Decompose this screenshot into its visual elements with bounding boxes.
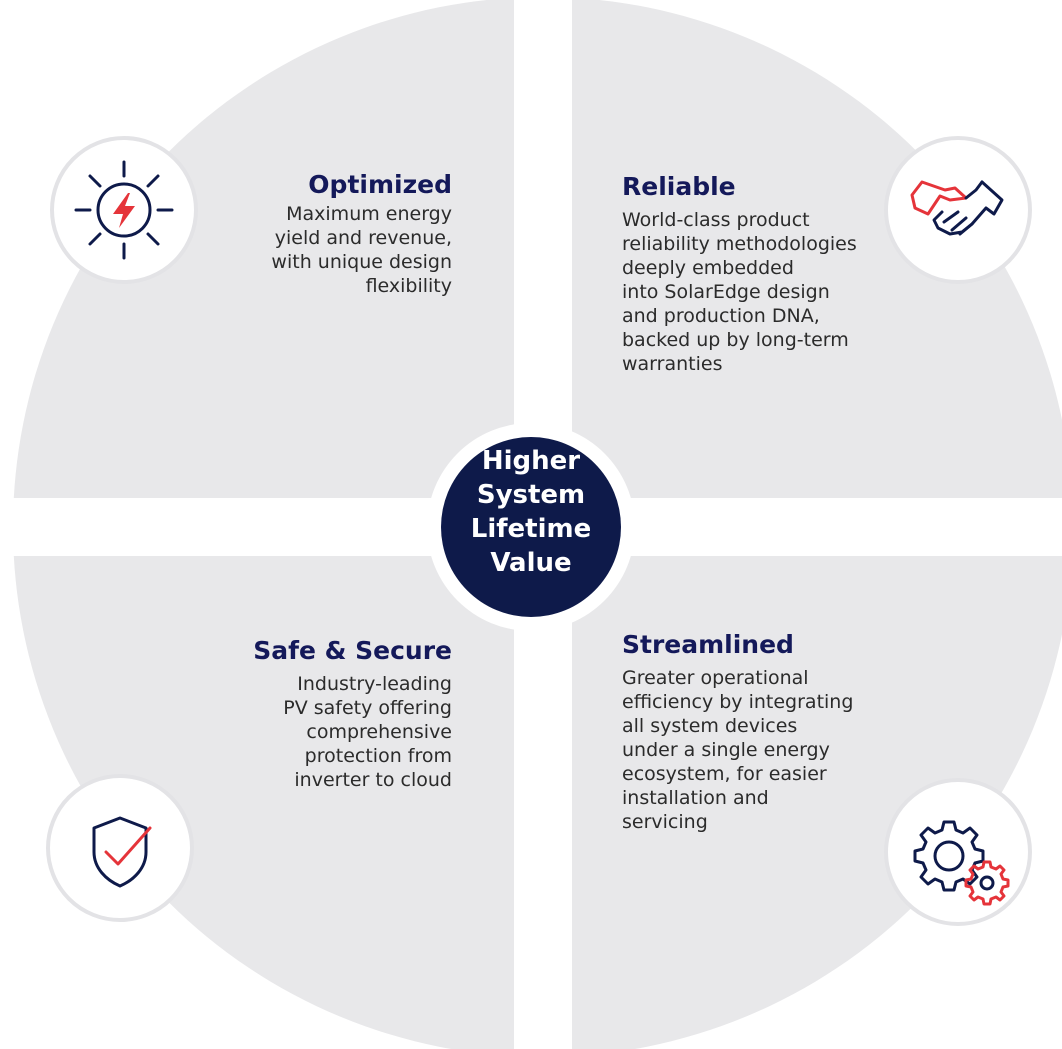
description-line: reliability methodologies (622, 233, 857, 255)
hub-label: Higher System Lifetime Value (456, 444, 606, 580)
description-line: Greater operational (622, 667, 809, 689)
description-line: servicing (622, 811, 708, 833)
shield-check-icon (46, 774, 194, 922)
description-line: Maximum energy (286, 203, 452, 225)
description-line: all system devices (622, 715, 798, 737)
description-line: ecosystem, for easier (622, 763, 827, 785)
section-description: Industry-leading PV safety offering comp… (192, 672, 452, 792)
description-line: into SolarEdge design (622, 281, 830, 303)
description-line: flexibility (365, 275, 452, 297)
description-line: PV safety offering (283, 697, 452, 719)
section-reliable: Reliable World-class product reliability… (622, 170, 912, 376)
section-title: Streamlined (622, 630, 794, 659)
section-optimized: Optimized Maximum energy yield and reven… (192, 168, 452, 298)
description-line: and production DNA, (622, 305, 820, 327)
quadrant-top-right (572, 0, 1062, 498)
hub-line: Lifetime (470, 514, 592, 544)
section-description: Greater operational efficiency by integr… (622, 666, 922, 834)
hub-line: Value (490, 548, 572, 578)
description-line: inverter to cloud (294, 769, 452, 791)
description-line: under a single energy (622, 739, 830, 761)
section-title: Safe & Secure (253, 636, 452, 665)
description-line: backed up by long-term (622, 329, 849, 351)
section-title: Optimized (308, 170, 452, 199)
quadrant-bottom-left (13, 556, 514, 1049)
handshake-icon (884, 136, 1032, 284)
gears-icon (884, 778, 1032, 926)
description-line: World-class product (622, 209, 810, 231)
description-line: with unique design (271, 251, 452, 273)
section-safe-secure: Safe & Secure Industry-leading PV safety… (192, 634, 452, 792)
description-line: yield and revenue, (274, 227, 452, 249)
description-line: comprehensive (306, 721, 452, 743)
quadrant-top-left (13, 0, 514, 498)
section-description: World-class product reliability methodol… (622, 208, 912, 376)
description-line: warranties (622, 353, 723, 375)
sun-lightning-icon (50, 136, 198, 284)
description-line: efficiency by integrating (622, 691, 854, 713)
description-line: protection from (304, 745, 452, 767)
section-streamlined: Streamlined Greater operational efficien… (622, 628, 922, 834)
description-line: deeply embedded (622, 257, 794, 279)
quadrant-bottom-right (572, 556, 1062, 1049)
section-title: Reliable (622, 172, 736, 201)
hub-circle (441, 437, 621, 617)
description-line: Industry-leading (297, 673, 452, 695)
section-description: Maximum energy yield and revenue, with u… (192, 202, 452, 298)
hub-line: System (476, 480, 586, 510)
description-line: installation and (622, 787, 769, 809)
hub-line: Higher (481, 446, 581, 476)
